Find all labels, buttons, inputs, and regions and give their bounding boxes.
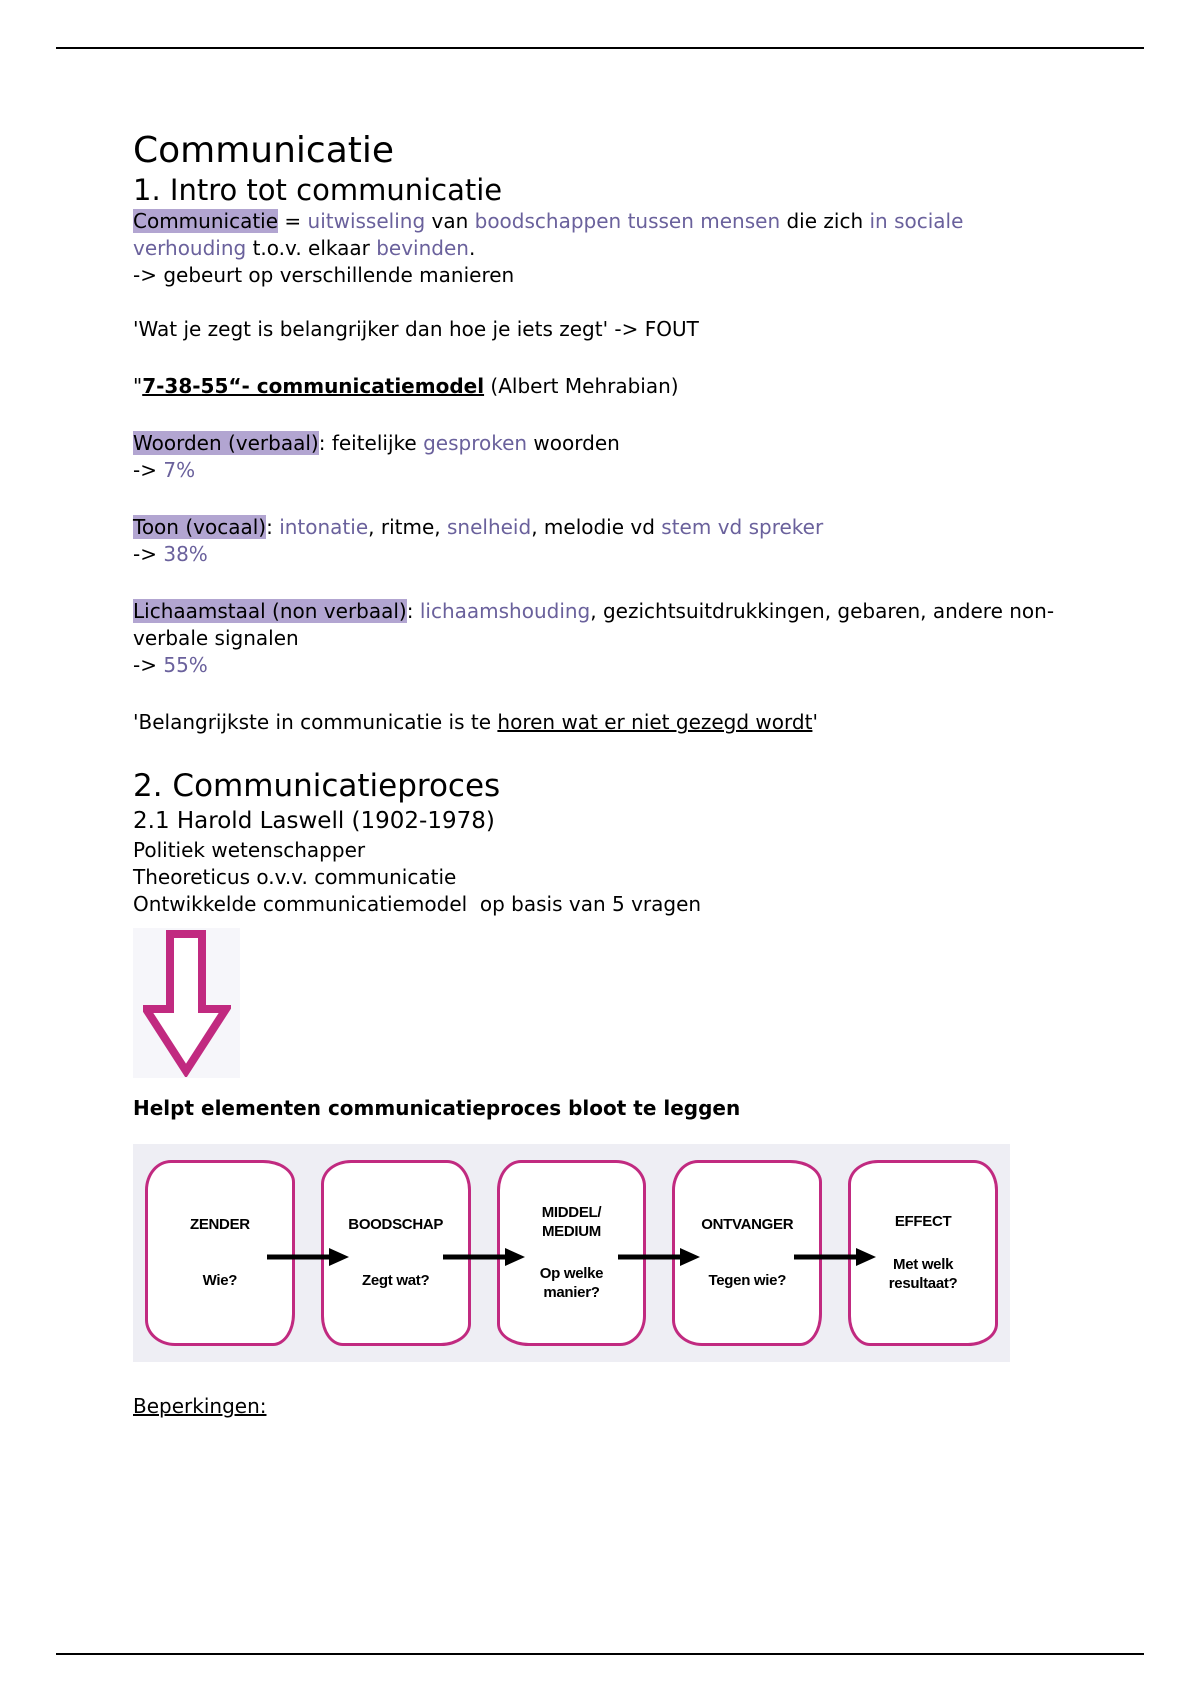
laswell-fact-line: Ontwikkelde communicatiemodel op basis v…: [133, 892, 702, 917]
highlight-term-toon: Toon (vocaal): [133, 515, 267, 540]
text-segment: =: [278, 209, 308, 234]
text-segment: .: [468, 236, 476, 261]
text-segment: ": [133, 374, 143, 399]
diagram-box-middel-medium: MIDDEL/ MEDIUM Op welke manier?: [496, 1160, 647, 1347]
percentage-value: 7%: [163, 458, 196, 483]
text-segment: :: [266, 515, 280, 540]
text-segment: : feitelijke: [318, 431, 424, 456]
section-2-subheading: 2.1 Harold Laswell (1902-1978): [133, 808, 495, 835]
quote-belangrijk-line: 'Belangrijkste in communicatie is te hor…: [133, 709, 1067, 736]
lichaamstaal-line: Lichaamstaal (non verbaal): lichaamshoud…: [133, 598, 1067, 652]
text-segment: bevinden: [376, 236, 469, 261]
box-title: MIDDEL/ MEDIUM: [541, 1203, 602, 1240]
highlight-term-woorden: Woorden (verbaal): [133, 431, 319, 456]
text-segment: ': [812, 710, 818, 735]
underlined-quote-part: horen wat er niet gezegd wordt: [497, 710, 813, 735]
text-segment: t.o.v. elkaar: [246, 236, 377, 261]
bottom-rule: [56, 1653, 1144, 1655]
text-segment: boodschappen tussen mensen: [474, 209, 781, 234]
doc-title: Communicatie: [133, 130, 395, 171]
text-segment: ->: [133, 653, 164, 678]
text-segment: intonatie: [279, 515, 369, 540]
text-segment: uitwisseling: [307, 209, 426, 234]
toon-line: Toon (vocaal): intonatie, ritme, snelhei…: [133, 514, 1067, 541]
quote-fout-line: 'Wat je zegt is belangrijker dan hoe je …: [133, 317, 699, 342]
flow-arrow-icon: [794, 1248, 877, 1267]
laswell-fact-line: Theoreticus o.v.v. communicatie: [133, 865, 457, 890]
flow-arrow-icon: [618, 1248, 701, 1267]
diagram-box-ontvanger: ONTVANGER Tegen wie?: [672, 1160, 823, 1347]
section-2-heading: 2. Communicatieproces: [133, 768, 501, 805]
down-arrow-icon: [143, 930, 231, 1078]
top-rule: [56, 47, 1144, 49]
box-question: Zegt wat?: [362, 1272, 430, 1290]
box-title: ZENDER: [189, 1215, 250, 1233]
text-segment: ->: [133, 458, 164, 483]
box-question: Op welke manier?: [539, 1265, 604, 1302]
text-segment: :: [406, 599, 420, 624]
box-question: Wie?: [202, 1272, 238, 1290]
box-title: ONTVANGER: [701, 1215, 794, 1233]
box-title: BOODSCHAP: [348, 1215, 444, 1233]
box-question: Tegen wie?: [708, 1272, 787, 1290]
highlight-term-communicatie: Communicatie: [133, 209, 279, 234]
percentage-value: 38%: [163, 542, 208, 567]
text-segment: 'Belangrijkste in communicatie is te: [133, 710, 498, 735]
beperkingen-label: Beperkingen:: [133, 1394, 267, 1419]
highlight-term-lichaamstaal: Lichaamstaal (non verbaal): [133, 599, 407, 624]
text-segment: , ritme,: [368, 515, 447, 540]
box-title: EFFECT: [894, 1213, 952, 1231]
flow-arrow-icon: [266, 1248, 349, 1267]
woorden-percentage-line: -> 7%: [133, 457, 1067, 484]
laswell-fact-line: Politiek wetenschapper: [133, 838, 366, 863]
text-segment: gesproken: [423, 431, 528, 456]
text-segment: ->: [133, 542, 164, 567]
diagram-box-effect: EFFECT Met welk resultaat?: [848, 1160, 998, 1347]
model-name: 7-38-55“- communicatiemodel: [142, 374, 485, 399]
laswell-diagram: ZENDER Wie? BOODSCHAP Zegt wat? MIDDEL/ …: [133, 1144, 1010, 1363]
lichaamstaal-percentage-line: -> 55%: [133, 652, 1067, 679]
text-segment: , melodie vd: [531, 515, 662, 540]
beperkingen-heading: Beperkingen:: [133, 1394, 1067, 1418]
text-segment: snelheid: [446, 515, 532, 540]
definition-paragraph: Communicatie = uitwisseling van boodscha…: [133, 208, 1067, 262]
section-1-heading: 1. Intro tot communicatie: [133, 173, 503, 208]
text-segment: die zich: [780, 209, 870, 234]
down-arrow-block: [133, 928, 240, 1079]
text-segment: van: [425, 209, 475, 234]
text-segment: in sociale verhouding: [133, 209, 964, 261]
toon-percentage-line: -> 38%: [133, 541, 1067, 568]
percentage-value: 55%: [163, 653, 208, 678]
text-segment: lichaamshouding: [419, 599, 591, 624]
model-heading: "7-38-55“- communicatiemodel (Albert Meh…: [133, 373, 1067, 400]
definition-note-line: -> gebeurt op verschillende manieren: [133, 263, 515, 288]
text-segment: , gezichtsuitdrukkingen, gebaren, andere…: [133, 599, 1055, 651]
diagram-box-zender: ZENDER Wie?: [145, 1160, 295, 1347]
flow-arrow-icon: [442, 1248, 525, 1267]
diagram-box-boodschap: BOODSCHAP Zegt wat?: [320, 1160, 471, 1347]
text-segment: stem vd spreker: [661, 515, 824, 540]
page-content: Communicatie 1. Intro tot communicatie C…: [133, 130, 1067, 1418]
model-author: (Albert Mehrabian): [484, 374, 679, 399]
text-segment: woorden: [527, 431, 620, 456]
box-question: Met welk resultaat?: [888, 1255, 958, 1292]
diagram-caption: Helpt elementen communicatieproces bloot…: [133, 1096, 741, 1121]
woorden-line: Woorden (verbaal): feitelijke gesproken …: [133, 430, 1067, 457]
